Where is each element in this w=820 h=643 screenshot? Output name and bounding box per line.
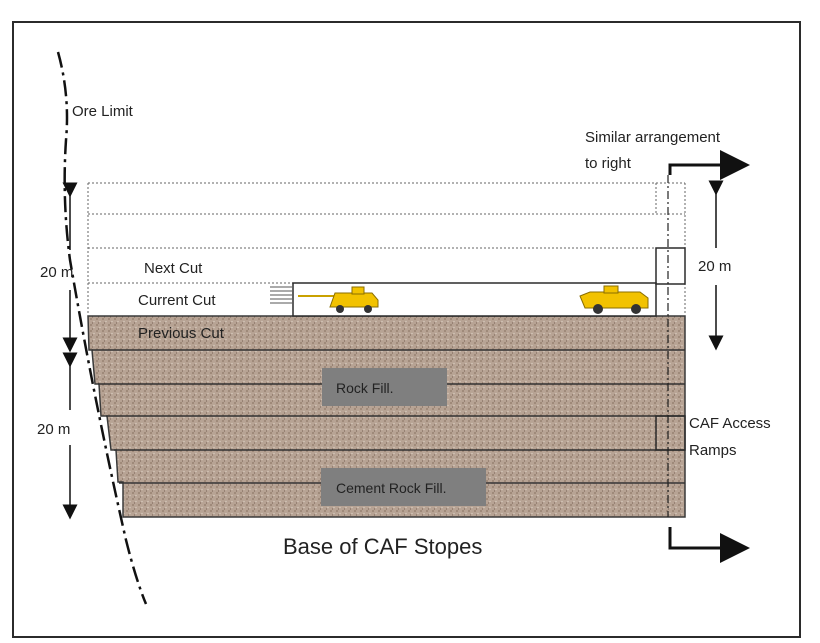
dim-right-label: 20 m bbox=[698, 258, 731, 275]
caf-access-label-2: Ramps bbox=[689, 442, 737, 459]
drill-face-hatch bbox=[270, 286, 292, 304]
ore-limit-line bbox=[56, 51, 148, 605]
dim-upper-left-label: 20 m bbox=[40, 264, 73, 281]
loader-truck-icon bbox=[298, 286, 379, 313]
rock-fill-label: Rock Fill. bbox=[336, 380, 394, 396]
right-arrow-icon bbox=[668, 527, 750, 563]
similar-arrangement-label-2: to right bbox=[585, 155, 632, 172]
loader-truck-icon bbox=[579, 285, 649, 314]
base-title: Base of CAF Stopes bbox=[283, 534, 482, 559]
cement-rock-fill-label-box bbox=[321, 468, 486, 506]
rock-fill-label-box bbox=[322, 368, 447, 406]
ore-limit-label: Ore Limit bbox=[72, 103, 134, 120]
previous-cut-label: Previous Cut bbox=[138, 325, 225, 342]
caf-access-label: CAF Access bbox=[689, 415, 771, 432]
current-cut-label: Current Cut bbox=[138, 292, 216, 309]
dim-lower-left-label: 20 m bbox=[37, 421, 70, 438]
right-arrow-icon bbox=[668, 150, 750, 180]
next-cut-label: Next Cut bbox=[144, 260, 203, 277]
future-cut-lines bbox=[87, 182, 686, 316]
cement-rock-fill-label: Cement Rock Fill. bbox=[336, 480, 446, 496]
access-ramp-boxes bbox=[655, 247, 686, 451]
similar-arrangement-label: Similar arrangement bbox=[585, 129, 721, 146]
